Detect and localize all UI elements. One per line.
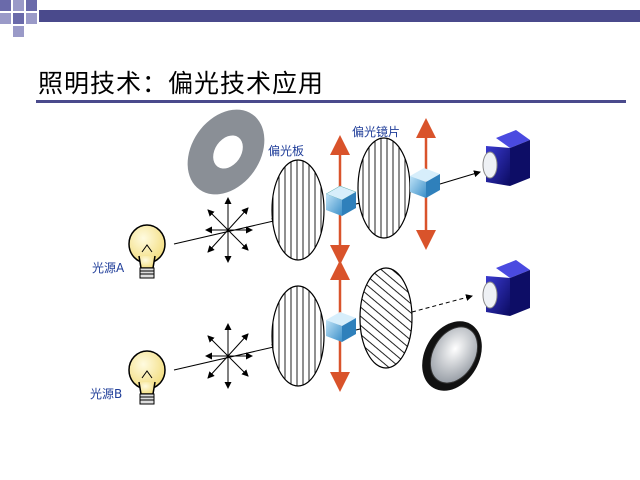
polarized-light-cube-b [326, 312, 356, 342]
polarizing-lens-disk-b [359, 267, 413, 369]
slide-title: 照明技术：偏光技术应用 [38, 69, 325, 98]
label-polarizing-lens: 偏光镜片 [352, 124, 400, 139]
camera-b-icon [482, 260, 530, 316]
polarized-light-cube-a1 [325, 185, 357, 216]
polarized-light-cube-a2 [410, 168, 440, 198]
unpolarized-light-b-icon [205, 323, 253, 389]
unpolarized-light-a-icon [205, 197, 253, 263]
header-square [0, 13, 11, 24]
header-decoration [0, 0, 640, 37]
bulb-a-icon [128, 224, 166, 279]
header-bar [39, 10, 640, 22]
polarizing-lens-disk-a [357, 137, 411, 239]
header-square [26, 0, 37, 11]
label-source-b: 光源B [90, 387, 122, 401]
bulb-b-icon [128, 350, 166, 405]
camera-a-icon [482, 130, 530, 186]
beam-a-out [439, 170, 481, 185]
polarizing-filter-lens-icon [422, 321, 482, 391]
header-square [13, 26, 24, 37]
polarizer-disk-b [271, 285, 325, 387]
beam-b-blocked [411, 294, 473, 313]
header-square [13, 0, 24, 11]
polarizer-plate-ring [187, 109, 265, 195]
polarizer-disk-a [271, 159, 325, 261]
header-square [13, 13, 24, 24]
title-underline [36, 100, 626, 103]
label-source-a: 光源A [92, 261, 125, 275]
header-square [0, 0, 11, 11]
header-square [26, 13, 37, 24]
label-polarizer-plate: 偏光板 [268, 143, 304, 158]
